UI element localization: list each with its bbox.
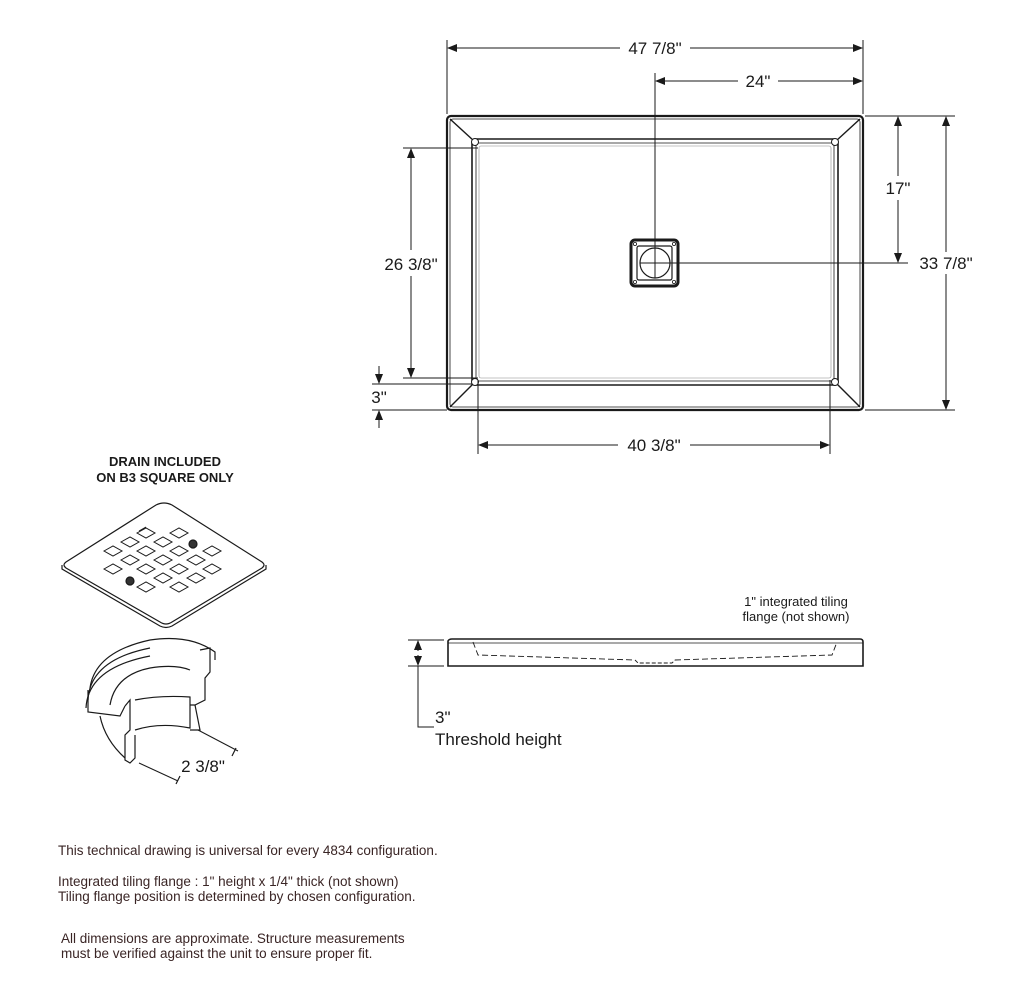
front-threshold-label: 3" [371, 388, 387, 407]
note-tiling-flange-position: Tiling flange position is determined by … [58, 889, 416, 904]
note-tiling-flange-size: Integrated tiling flange : 1" height x 1… [58, 874, 399, 889]
drain-grate-icon [61, 502, 267, 629]
drain-body-icon [85, 637, 216, 764]
side-view: 1" integrated tiling flange (not shown) … [408, 594, 864, 749]
drain-header-line1: DRAIN INCLUDED [109, 454, 221, 469]
plan-view: 47 7/8" 24" 17" 33 7/8" 26 3/8" 3" [371, 39, 972, 455]
drain-offset-y-label: 17" [886, 179, 911, 198]
overall-width-label: 47 7/8" [628, 39, 681, 58]
threshold-value-label: 3" [435, 708, 451, 727]
drain-body-dimension-label: 2 3/8" [181, 757, 225, 776]
note-verify-measurements: must be verified against the unit to ens… [61, 946, 373, 961]
flange-note-line1: 1" integrated tiling [744, 594, 848, 609]
threshold-height-label: Threshold height [435, 730, 562, 749]
drain-offset-x-label: 24" [746, 72, 771, 91]
drain-header-line2: ON B3 SQUARE ONLY [96, 470, 234, 485]
note-universal-drawing: This technical drawing is universal for … [58, 843, 438, 858]
notes-block-1: This technical drawing is universal for … [58, 843, 438, 858]
tray-side-profile [447, 638, 864, 667]
drain-detail: DRAIN INCLUDED ON B3 SQUARE ONLY [61, 454, 267, 785]
interior-width-label: 40 3/8" [627, 436, 680, 455]
interior-depth-label: 26 3/8" [384, 255, 437, 274]
note-approximate-dimensions: All dimensions are approximate. Structur… [61, 931, 405, 946]
overall-depth-label: 33 7/8" [919, 254, 972, 273]
flange-note-line2: flange (not shown) [743, 609, 850, 624]
notes-block-3: All dimensions are approximate. Structur… [61, 931, 405, 961]
notes-block-2: Integrated tiling flange : 1" height x 1… [58, 874, 415, 904]
